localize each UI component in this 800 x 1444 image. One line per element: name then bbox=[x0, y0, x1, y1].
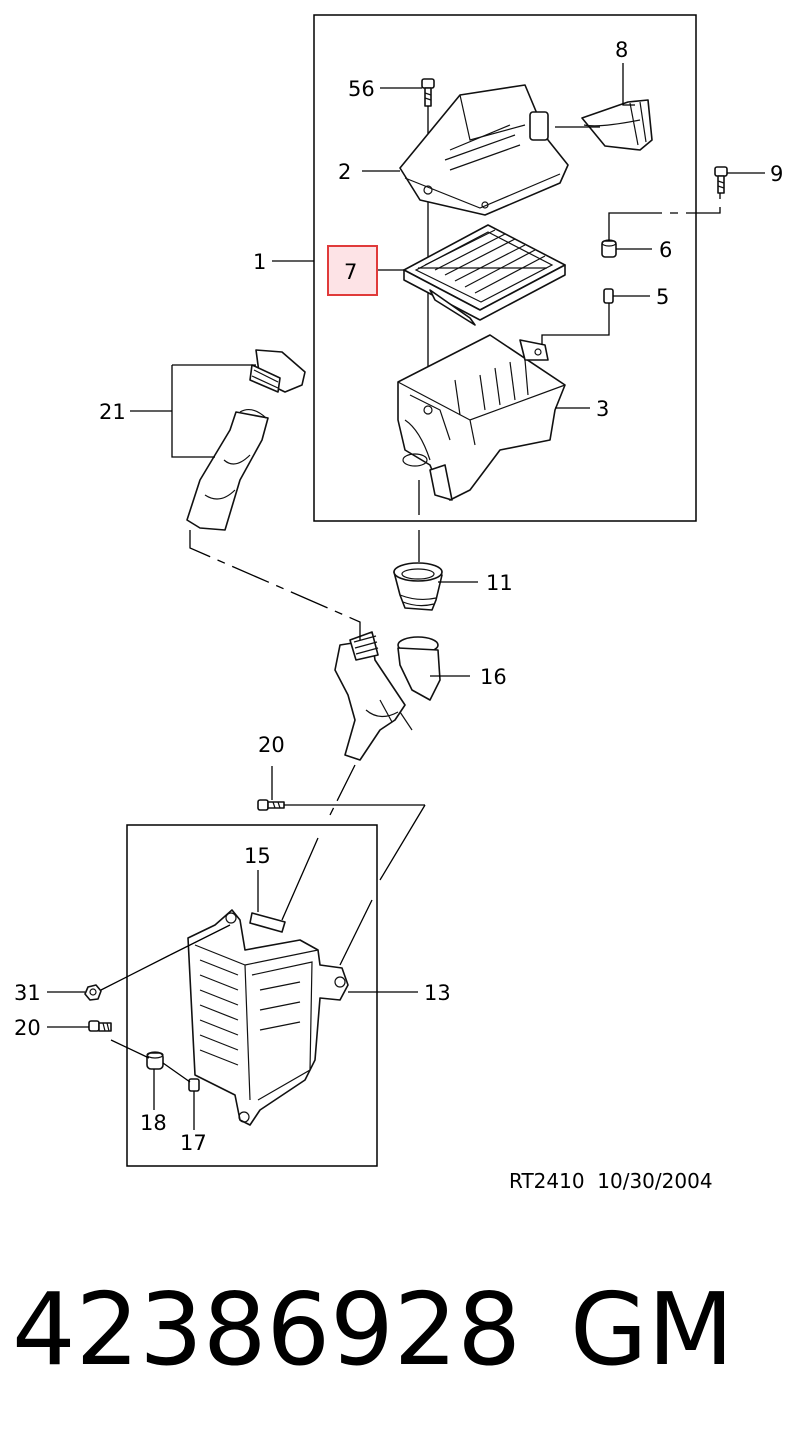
callout-11: 11 bbox=[486, 571, 513, 595]
callout-6: 6 bbox=[659, 238, 672, 262]
part-number: 42386928 bbox=[12, 1271, 521, 1388]
resonator-hose-16 bbox=[334, 631, 441, 761]
grommet-6 bbox=[601, 239, 617, 258]
grommet-18 bbox=[146, 1051, 164, 1070]
callout-31: 31 bbox=[14, 981, 41, 1005]
tube-15 bbox=[249, 912, 286, 933]
callout-18: 18 bbox=[140, 1111, 167, 1135]
bolt-9 bbox=[714, 166, 728, 194]
bolt-20-lower bbox=[88, 1020, 112, 1032]
air-filter-element-7 bbox=[403, 224, 566, 326]
callout-7: 7 bbox=[344, 260, 357, 284]
bolt-20-upper bbox=[257, 799, 285, 811]
callout-9: 9 bbox=[770, 162, 783, 186]
callout-16: 16 bbox=[480, 665, 507, 689]
callout-20-lower: 20 bbox=[14, 1016, 41, 1040]
air-cleaner-housing-3 bbox=[397, 334, 566, 501]
callout-3: 3 bbox=[596, 397, 609, 421]
callout-21: 21 bbox=[99, 400, 126, 424]
reference-code: RT2410 10/30/2004 bbox=[509, 1169, 713, 1193]
leader-lines bbox=[47, 63, 765, 1130]
callout-13: 13 bbox=[424, 981, 451, 1005]
upper-assembly-frame bbox=[313, 14, 697, 522]
lower-assembly-frame bbox=[126, 824, 378, 1167]
highlight-box bbox=[327, 245, 378, 296]
nut-31 bbox=[84, 984, 102, 1001]
rubber-boot-11 bbox=[393, 562, 443, 611]
callout-1: 1 bbox=[253, 250, 266, 274]
brand-name: GM bbox=[570, 1271, 734, 1388]
spacer-5 bbox=[603, 288, 614, 304]
callout-2: 2 bbox=[338, 160, 351, 184]
intake-duct-21 bbox=[186, 349, 306, 531]
callout-17: 17 bbox=[180, 1131, 207, 1155]
callout-56: 56 bbox=[348, 77, 375, 101]
callout-8: 8 bbox=[615, 38, 628, 62]
spacer-17 bbox=[188, 1078, 200, 1092]
bolt-56 bbox=[421, 78, 435, 107]
callout-20-upper: 20 bbox=[258, 733, 285, 757]
callout-15: 15 bbox=[244, 844, 271, 868]
resonator-box-13 bbox=[187, 909, 349, 1126]
callout-5: 5 bbox=[656, 285, 669, 309]
duct-8 bbox=[581, 99, 653, 151]
air-cleaner-cover-2 bbox=[399, 84, 569, 216]
